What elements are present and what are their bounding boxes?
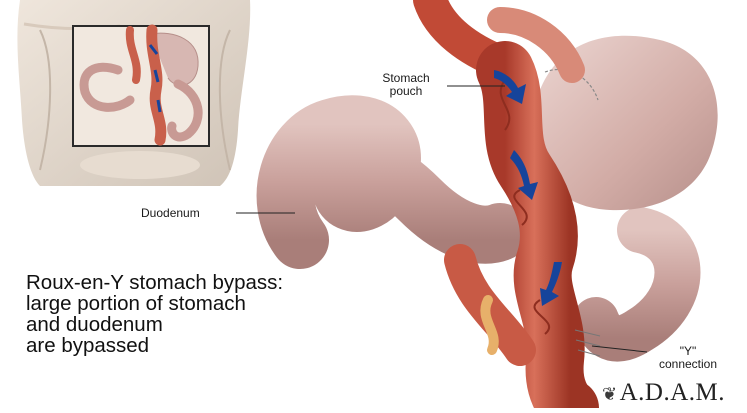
inset-torso — [17, 0, 250, 186]
caption-line-4: are bypassed — [26, 335, 283, 356]
caption-line-1: Roux-en-Y stomach bypass: — [26, 272, 283, 293]
inset-arrow-3 — [158, 100, 160, 112]
adam-logo: ❦A.D.A.M. — [602, 380, 725, 407]
duodenum-descending-limb — [596, 230, 678, 339]
stomach-pouch-label-line2: pouch — [368, 85, 444, 98]
duodenum-label: Duodenum — [141, 207, 200, 220]
caption-line-2: large portion of stomach — [26, 293, 283, 314]
y-connection-label: "Y" connection — [647, 345, 729, 371]
procedure-caption: Roux-en-Y stomach bypass: large portion … — [26, 272, 283, 356]
caption-line-3: and duodenum — [26, 314, 283, 335]
y-connection-label-line2: connection — [647, 358, 729, 371]
stomach-pouch-label: Stomach pouch — [368, 72, 444, 98]
brand-text: A.D.A.M. — [620, 379, 725, 406]
ivy-leaf-logo-icon: ❦ — [602, 384, 618, 404]
